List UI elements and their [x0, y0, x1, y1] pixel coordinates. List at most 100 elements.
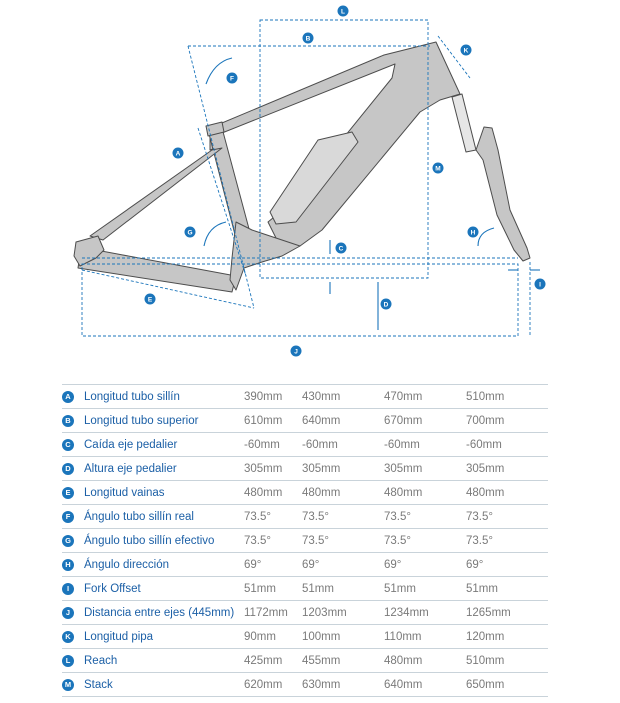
row-value-size-1: 51mm [244, 576, 302, 601]
chain-stays [77, 249, 237, 293]
row-value-size-4: 480mm [466, 480, 548, 505]
fork-stanchion [451, 93, 477, 153]
seat-tube-length-line [197, 127, 247, 277]
marker-g: G [184, 226, 196, 238]
row-badge: F [62, 511, 74, 523]
rear-dropout [73, 235, 105, 267]
row-badge: G [62, 535, 74, 547]
row-value-size-2: 1203mm [302, 600, 384, 625]
row-value-size-1: 69° [244, 552, 302, 577]
row-badge: H [62, 559, 74, 571]
row-value-size-3: 305mm [384, 456, 466, 481]
marker-c: C [335, 242, 347, 254]
marker-a: A [172, 147, 184, 159]
row-value-size-4: 1265mm [466, 600, 548, 625]
svg-text:C: C [339, 245, 344, 252]
bottom-bracket-area [229, 221, 301, 291]
marker-f: F [226, 72, 238, 84]
svg-text:F: F [230, 75, 234, 82]
row-label: Ángulo tubo sillín efectivo [84, 528, 244, 553]
row-value-size-3: 480mm [384, 480, 466, 505]
svg-text:E: E [148, 296, 153, 303]
row-value-size-4: 120mm [466, 624, 548, 649]
row-value-size-2: 73.5° [302, 504, 384, 529]
row-value-size-3: 73.5° [384, 504, 466, 529]
row-value-size-2: -60mm [302, 432, 384, 457]
row-value-size-4: 305mm [466, 456, 548, 481]
row-value-size-2: 73.5° [302, 528, 384, 553]
row-value-size-1: 1172mm [244, 600, 302, 625]
row-label: Longitud vainas [84, 480, 244, 505]
row-badge: A [62, 391, 74, 403]
svg-text:L: L [341, 8, 345, 15]
reach-stack-box [259, 19, 429, 279]
svg-text:B: B [306, 35, 311, 42]
marker-l: L [337, 5, 349, 17]
row-value-size-4: 73.5° [466, 528, 548, 553]
row-value-size-3: 110mm [384, 624, 466, 649]
marker-h: H [467, 226, 479, 238]
row-value-size-4: 510mm [466, 648, 548, 673]
row-value-size-1: 73.5° [244, 504, 302, 529]
svg-text:M: M [435, 165, 440, 172]
row-label: Fork Offset [84, 576, 244, 601]
bike-frame [73, 41, 531, 293]
row-value-size-4: 51mm [466, 576, 548, 601]
row-value-size-3: 73.5° [384, 528, 466, 553]
row-value-size-4: 700mm [466, 408, 548, 433]
row-badge: L [62, 655, 74, 667]
row-value-size-4: 69° [466, 552, 548, 577]
dimension-guides [81, 19, 531, 337]
dimension-arrows [203, 57, 540, 330]
row-value-size-4: -60mm [466, 432, 548, 457]
row-value-size-3: 470mm [384, 384, 466, 409]
row-label: Ángulo dirección [84, 552, 244, 577]
row-value-size-1: 390mm [244, 384, 302, 409]
row-value-size-2: 305mm [302, 456, 384, 481]
row-value-size-3: 51mm [384, 576, 466, 601]
row-badge: J [62, 607, 74, 619]
row-label: Stack [84, 672, 244, 697]
row-value-size-1: 305mm [244, 456, 302, 481]
row-label: Longitud pipa [84, 624, 244, 649]
row-value-size-3: 69° [384, 552, 466, 577]
row-value-size-2: 480mm [302, 480, 384, 505]
row-badge: C [62, 439, 74, 451]
row-value-size-3: 480mm [384, 648, 466, 673]
chainstay-line-1 [81, 269, 255, 309]
marker-i: I [534, 278, 546, 290]
row-value-size-1: 620mm [244, 672, 302, 697]
row-badge: D [62, 463, 74, 475]
row-label: Longitud tubo sillín [84, 384, 244, 409]
row-value-size-2: 455mm [302, 648, 384, 673]
row-value-size-4: 73.5° [466, 504, 548, 529]
row-value-size-2: 69° [302, 552, 384, 577]
row-value-size-4: 510mm [466, 384, 548, 409]
svg-text:D: D [384, 301, 389, 308]
row-value-size-4: 650mm [466, 672, 548, 697]
fork [475, 126, 531, 262]
row-value-size-1: 90mm [244, 624, 302, 649]
headtube-length-line [437, 35, 471, 79]
svg-text:G: G [187, 229, 192, 236]
row-value-size-3: -60mm [384, 432, 466, 457]
row-badge: I [62, 583, 74, 595]
battery [269, 131, 359, 225]
svg-text:K: K [464, 47, 469, 54]
